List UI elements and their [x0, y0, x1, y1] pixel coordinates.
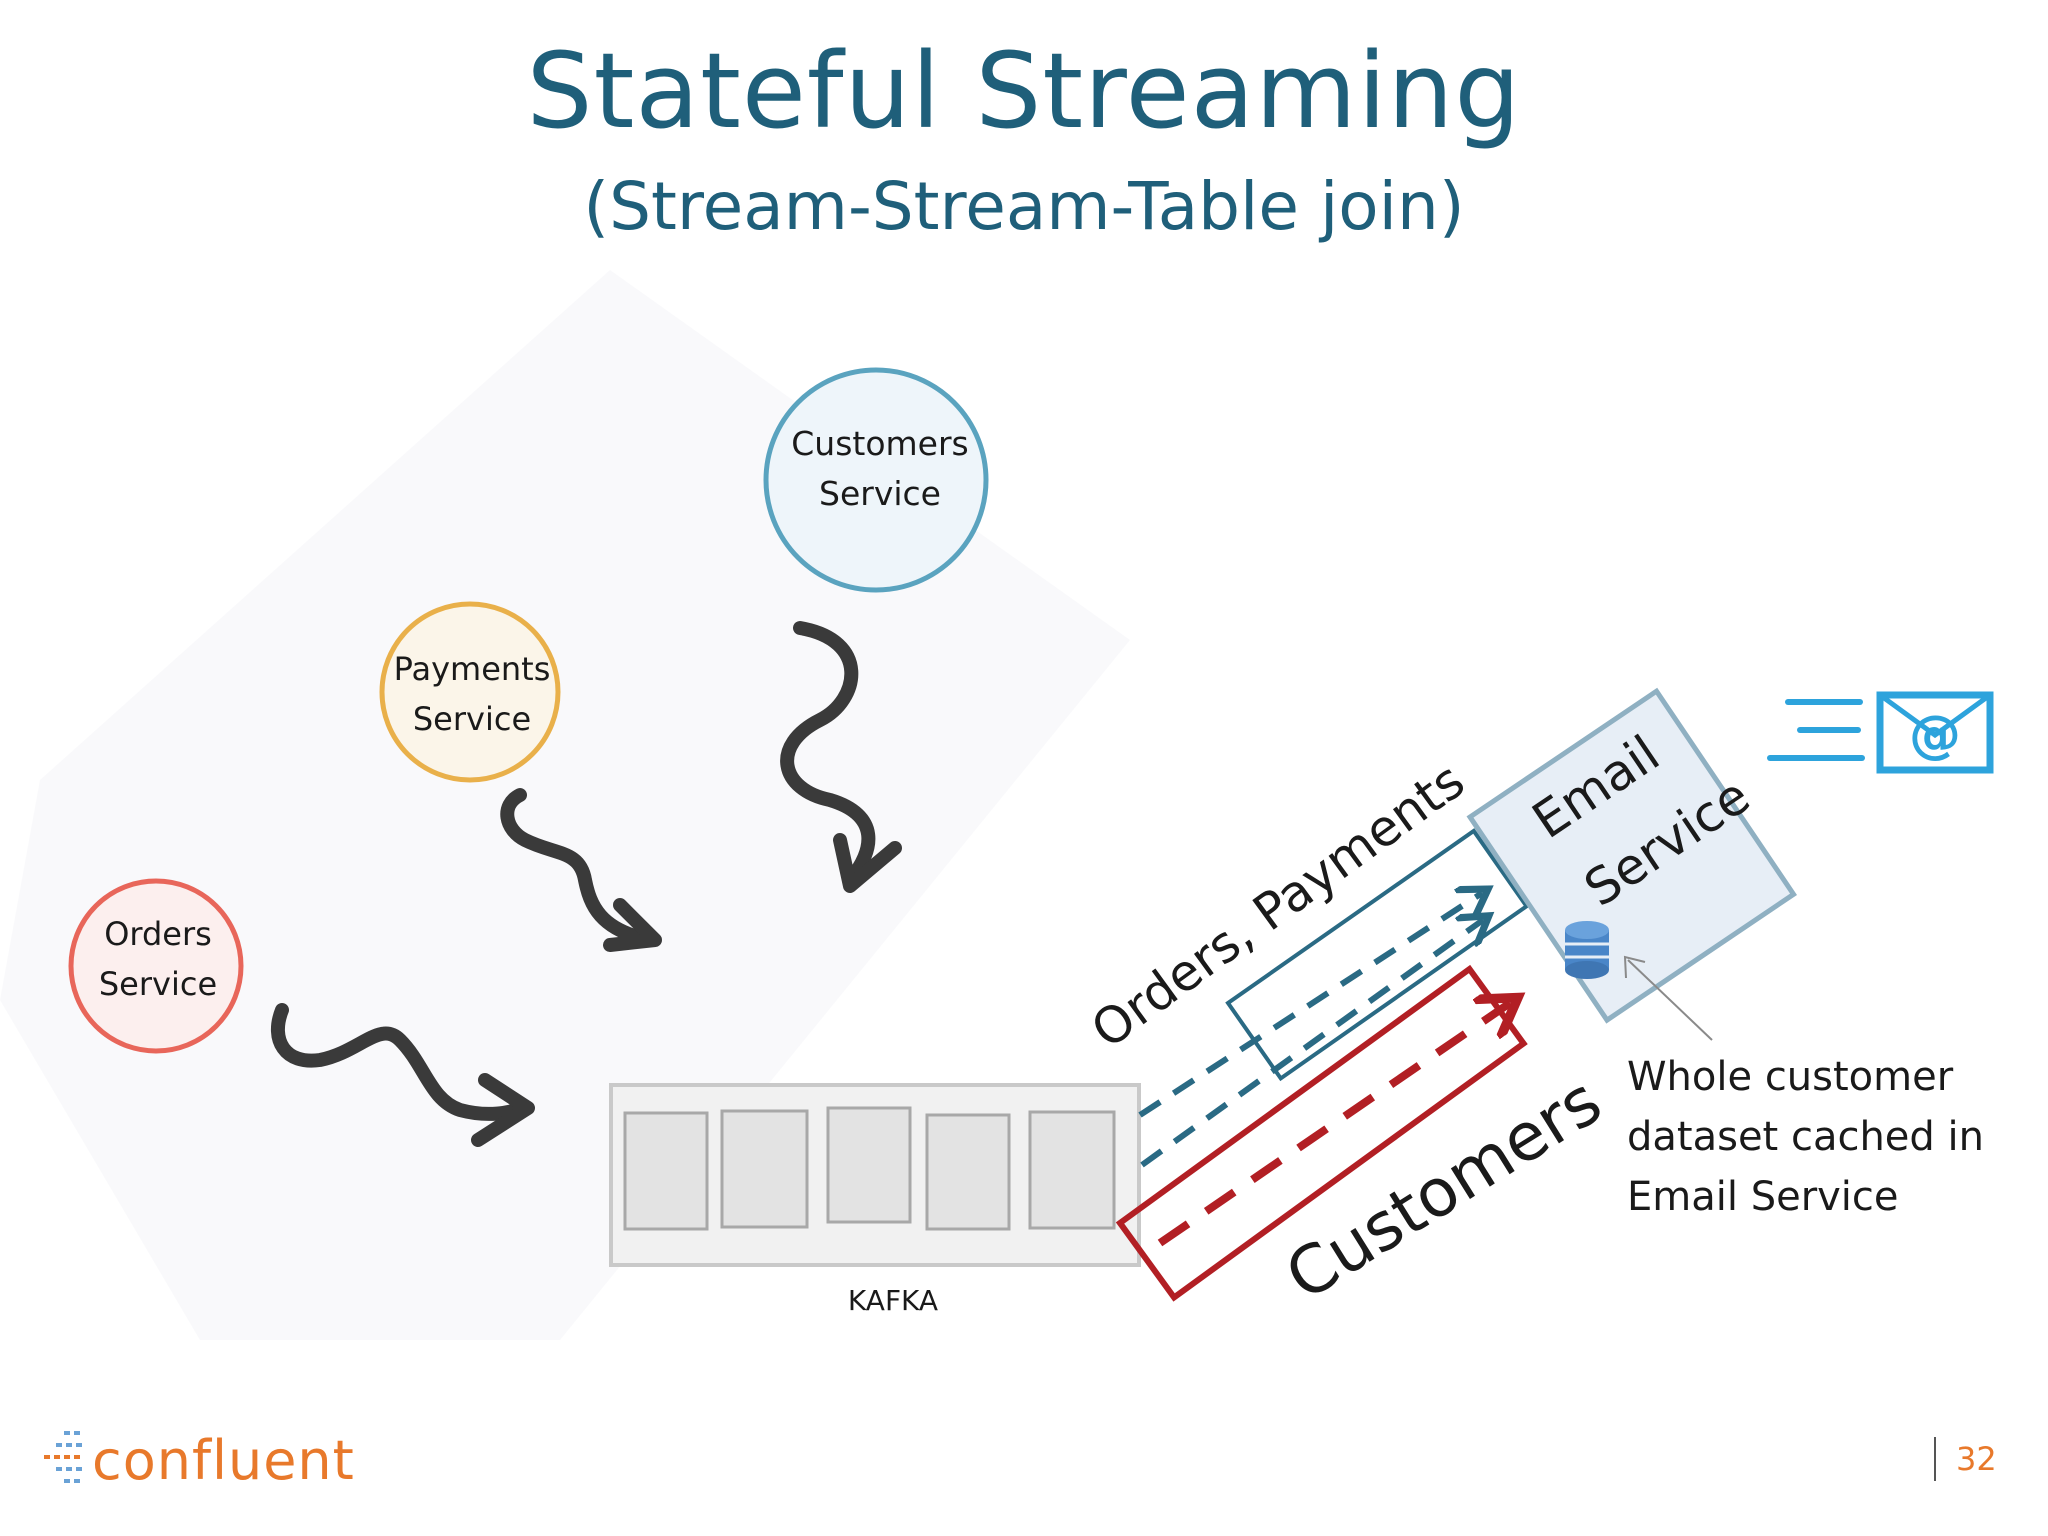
payments-service-label-line2: Service [413, 700, 531, 738]
squiggle-arrow-customers [780, 621, 902, 893]
kafka-log: KAFKA [609, 1083, 1141, 1317]
annotation-line2: dataset cached in [1627, 1114, 1984, 1160]
email-at-symbol: @ [1909, 705, 1961, 765]
annotation-line1: Whole customer [1627, 1054, 1954, 1100]
payments-service-node: Payments Service [379, 601, 561, 783]
page-number: 32 [1934, 1436, 1997, 1482]
annotation-pointer [1627, 959, 1713, 1041]
customers-service-label-line1: Customers [791, 424, 969, 463]
orders-payments-stream: Orders, Payments [1081, 751, 1530, 1168]
orders-service-node: Orders Service [68, 878, 244, 1054]
confluent-logo: confluent [42, 1420, 355, 1500]
squiggle-arrow-payments [500, 788, 662, 952]
kafka-partition [1028, 1110, 1116, 1230]
customers-service-label-line2: Service [819, 474, 941, 513]
confluent-mark-icon [44, 1431, 82, 1483]
email-at-icon: @ [1767, 691, 1994, 774]
brand-name: confluent [92, 1428, 355, 1492]
kafka-partition [925, 1113, 1011, 1231]
orders-service-label-line1: Orders [104, 915, 212, 953]
orders-service-label-line2: Service [99, 965, 217, 1003]
kafka-partition [720, 1109, 809, 1229]
annotation-line3: Email Service [1627, 1174, 1899, 1220]
page-number-divider [1934, 1437, 1936, 1481]
slide-subtitle: (Stream-Stream-Table join) [583, 168, 1465, 245]
kafka-label: KAFKA [848, 1284, 938, 1317]
squiggle-arrow-orders [270, 1003, 535, 1147]
kafka-partition [826, 1106, 912, 1224]
payments-service-label-line1: Payments [394, 650, 551, 688]
email-service-node: Email Service [1466, 687, 1798, 1024]
database-icon [1565, 921, 1609, 979]
customers-service-node: Customers Service [763, 367, 989, 593]
kafka-partition [623, 1111, 709, 1231]
slide-title: Stateful Streaming [526, 30, 1522, 152]
page-number-value: 32 [1956, 1440, 1997, 1478]
orders-payments-label: Orders, Payments [1081, 751, 1475, 1059]
customers-stream: Customers [1115, 964, 1615, 1316]
annotation-pointer-head [1623, 955, 1646, 979]
